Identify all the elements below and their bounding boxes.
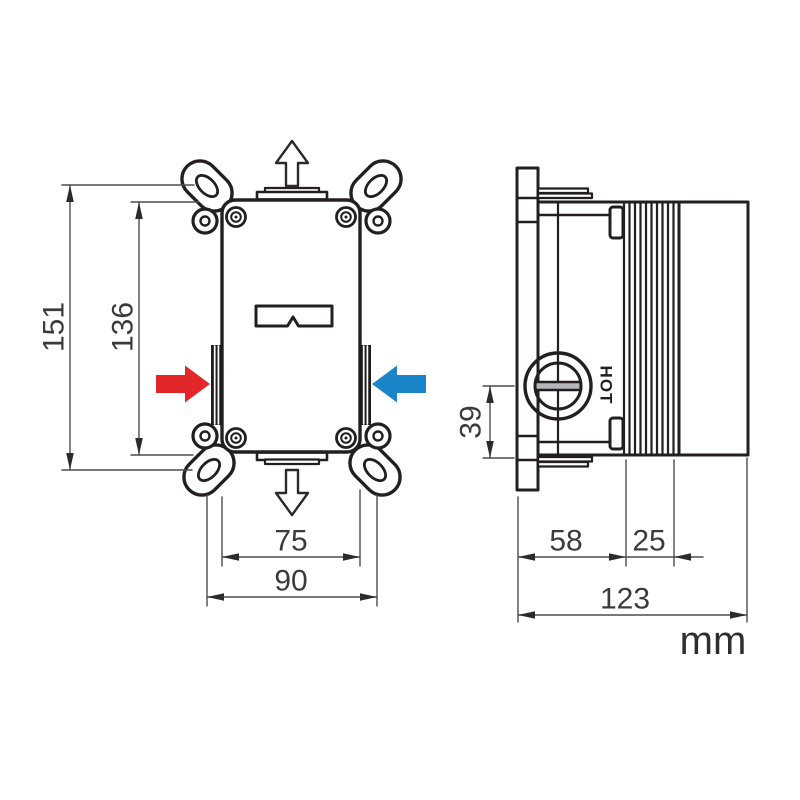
- depth-adjustment-ribs: [622, 202, 675, 455]
- mounting-ear-bottom-left: [182, 422, 236, 497]
- valve-body-side: [536, 200, 681, 457]
- wall-bracket: [515, 166, 540, 492]
- dim-label-body-width: 75: [274, 525, 307, 558]
- ear-lobe-hole: [199, 430, 211, 442]
- dim-depths: [517, 457, 748, 623]
- hot-port-label: HOT: [597, 366, 616, 405]
- dim-label-fixing-centres: 90: [274, 565, 307, 598]
- cartridge-slot: [254, 304, 334, 328]
- ear-lobe-hole: [372, 215, 384, 227]
- valve-body-front: [220, 198, 362, 454]
- side-bottom-stub: [536, 455, 594, 468]
- bottom-outlet-stub: [255, 451, 329, 466]
- inlet-port-circle: [523, 351, 593, 421]
- fixing-screw: [225, 427, 247, 449]
- retaining-clip-top: [608, 205, 625, 240]
- hot-inlet-arrow-icon: [156, 365, 210, 403]
- top-outlet-arrow-icon: [274, 139, 310, 188]
- inlet-connector-left: [211, 345, 222, 425]
- dim-body-width: [221, 489, 361, 567]
- mounting-ear-top-right: [349, 159, 403, 235]
- dim-fixing-centres: [206, 494, 378, 607]
- bottom-outlet-arrow-icon: [274, 468, 310, 517]
- dim-label-inlet-offset: 39: [455, 405, 488, 438]
- housing-box: [677, 200, 750, 457]
- fixing-screw: [335, 206, 357, 228]
- dim-overall-height: [61, 184, 195, 471]
- front-view: 151 136 75 90: [38, 139, 426, 607]
- fixing-screw: [335, 427, 357, 449]
- dim-label-overall-height: 151: [38, 302, 71, 352]
- top-outlet-stub: [255, 186, 329, 201]
- ear-lobe-hole: [199, 215, 211, 227]
- side-top-stub: [536, 187, 594, 200]
- dim-inlet-offset: [482, 385, 515, 459]
- ear-lobe-hole: [372, 430, 384, 442]
- dim-label-body-depth: 58: [549, 525, 582, 558]
- cold-inlet-arrow-icon: [372, 365, 426, 403]
- dim-label-total-depth: 123: [600, 583, 650, 616]
- inlet-connector-right: [360, 345, 371, 425]
- dim-label-adjustment-depth: 25: [632, 525, 665, 558]
- dim-body-height: [130, 201, 200, 456]
- retaining-clip-bottom: [608, 416, 625, 451]
- fixing-screws: [225, 206, 357, 449]
- mounting-ear-bottom-right: [348, 422, 402, 497]
- dim-label-body-height: 136: [107, 302, 140, 352]
- unit-label: mm: [680, 619, 747, 663]
- side-view: HOT 39: [455, 166, 750, 623]
- fixing-screw: [225, 206, 247, 228]
